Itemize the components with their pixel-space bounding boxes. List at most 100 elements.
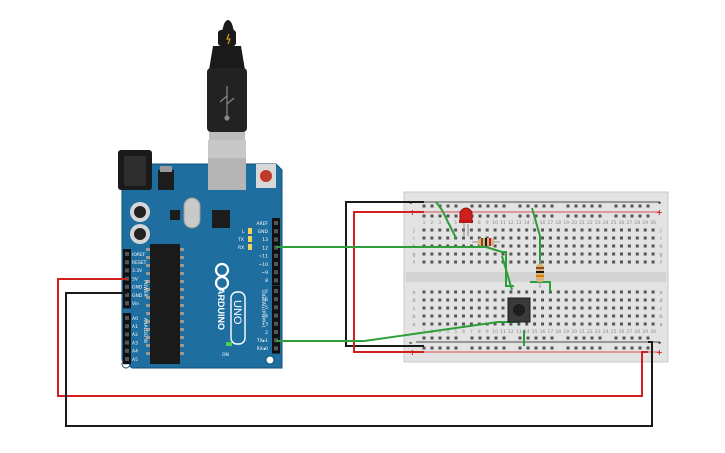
breadboard-hole[interactable] (469, 236, 473, 240)
breadboard-hole[interactable] (517, 322, 521, 326)
breadboard-hole[interactable] (525, 244, 529, 248)
breadboard-hole[interactable] (588, 252, 592, 256)
breadboard-hole[interactable] (548, 298, 552, 302)
breadboard-hole[interactable] (477, 298, 481, 302)
breadboard-hole[interactable] (548, 244, 552, 248)
breadboard-hole[interactable] (651, 244, 655, 248)
breadboard-hole[interactable] (509, 228, 513, 232)
breadboard-hole[interactable] (541, 228, 544, 232)
breadboard-hole[interactable] (651, 298, 655, 302)
breadboard-hole[interactable] (469, 298, 473, 302)
breadboard-hole[interactable] (446, 228, 450, 232)
breadboard-hole[interactable] (635, 228, 639, 232)
breadboard-hole[interactable] (438, 290, 442, 294)
breadboard-hole[interactable] (533, 298, 537, 302)
breadboard-hole[interactable] (477, 306, 481, 310)
breadboard-hole[interactable] (462, 236, 465, 240)
wire-row-link-green[interactable] (501, 255, 513, 291)
rail-hole[interactable] (542, 204, 546, 208)
digital-bottom-pin-2[interactable] (274, 305, 278, 310)
breadboard-hole[interactable] (485, 228, 489, 232)
breadboard-hole[interactable] (477, 314, 481, 318)
breadboard-hole[interactable] (533, 252, 537, 256)
breadboard-hole[interactable] (501, 236, 505, 240)
breadboard-hole[interactable] (422, 290, 426, 294)
rail-hole[interactable] (422, 346, 426, 350)
breadboard-hole[interactable] (627, 290, 631, 294)
breadboard-hole[interactable] (596, 260, 600, 264)
breadboard-hole[interactable] (462, 314, 465, 318)
resistor-1[interactable] (472, 238, 500, 246)
breadboard-hole[interactable] (627, 244, 631, 248)
breadboard-hole[interactable] (485, 298, 489, 302)
breadboard-hole[interactable] (651, 314, 655, 318)
breadboard-hole[interactable] (588, 306, 592, 310)
breadboard-hole[interactable] (477, 228, 481, 232)
breadboard-hole[interactable] (635, 260, 639, 264)
rail-hole[interactable] (486, 346, 490, 350)
breadboard-hole[interactable] (588, 314, 592, 318)
breadboard-hole[interactable] (541, 244, 544, 248)
breadboard-hole[interactable] (501, 252, 505, 256)
breadboard-hole[interactable] (493, 252, 497, 256)
analog-pin-3[interactable] (125, 340, 129, 345)
breadboard-hole[interactable] (477, 252, 481, 256)
breadboard-hole[interactable] (612, 322, 616, 326)
digital-top-pin-5[interactable] (274, 262, 278, 266)
breadboard-hole[interactable] (604, 306, 608, 310)
breadboard-hole[interactable] (541, 298, 544, 302)
rail-hole[interactable] (518, 214, 522, 218)
breadboard-hole[interactable] (612, 314, 616, 318)
breadboard-hole[interactable] (446, 322, 450, 326)
breadboard-hole[interactable] (572, 306, 576, 310)
breadboard-hole[interactable] (509, 290, 513, 294)
breadboard-hole[interactable] (620, 244, 623, 248)
analog-pin-1[interactable] (125, 324, 129, 329)
rail-hole[interactable] (574, 336, 578, 340)
rail-hole[interactable] (582, 346, 586, 350)
rail-hole[interactable] (470, 204, 474, 208)
rail-hole[interactable] (582, 204, 586, 208)
rail-hole[interactable] (478, 336, 482, 340)
rail-hole[interactable] (614, 336, 618, 340)
rail-hole[interactable] (526, 336, 530, 340)
breadboard-hole[interactable] (493, 306, 497, 310)
breadboard-hole[interactable] (596, 228, 600, 232)
breadboard-hole[interactable] (509, 236, 513, 240)
breadboard-hole[interactable] (422, 252, 426, 256)
rail-hole[interactable] (630, 346, 634, 350)
rail-hole[interactable] (550, 214, 554, 218)
digital-top-pin-2[interactable] (274, 237, 278, 242)
rail-hole[interactable] (502, 336, 506, 340)
breadboard-hole[interactable] (501, 244, 505, 248)
breadboard-hole[interactable] (627, 228, 631, 232)
rail-hole[interactable] (454, 336, 458, 340)
rail-hole[interactable] (598, 214, 602, 218)
breadboard-hole[interactable] (596, 236, 600, 240)
breadboard-hole[interactable] (462, 252, 465, 256)
rail-hole[interactable] (646, 346, 650, 350)
breadboard-hole[interactable] (643, 306, 647, 310)
rail-hole[interactable] (590, 346, 594, 350)
breadboard-hole[interactable] (580, 228, 584, 232)
breadboard-hole[interactable] (477, 260, 481, 264)
breadboard-hole[interactable] (430, 322, 434, 326)
rail-hole[interactable] (542, 214, 546, 218)
breadboard-hole[interactable] (485, 306, 489, 310)
breadboard-hole[interactable] (517, 236, 521, 240)
rail-hole[interactable] (486, 336, 490, 340)
power-pin-4[interactable] (125, 284, 129, 289)
rail-hole[interactable] (430, 204, 434, 208)
breadboard-hole[interactable] (643, 260, 647, 264)
rail-hole[interactable] (542, 346, 546, 350)
breadboard-hole[interactable] (651, 322, 655, 326)
rail-hole[interactable] (582, 214, 586, 218)
breadboard-hole[interactable] (564, 244, 568, 248)
breadboard-hole[interactable] (635, 314, 639, 318)
rail-hole[interactable] (430, 346, 434, 350)
pushbutton[interactable] (507, 297, 531, 323)
breadboard-hole[interactable] (541, 306, 544, 310)
breadboard-hole[interactable] (548, 306, 552, 310)
digital-bottom-pin-4[interactable] (274, 321, 278, 326)
rail-hole[interactable] (614, 204, 618, 208)
